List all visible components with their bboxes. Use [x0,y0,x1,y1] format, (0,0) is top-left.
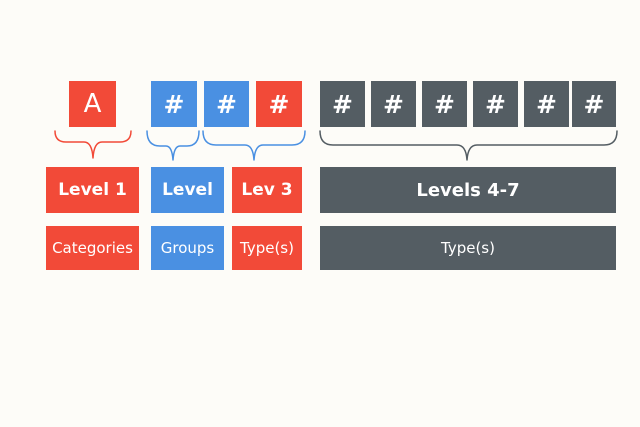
brace-level1 [54,130,132,159]
digit-box-dark-2: # [371,81,416,127]
digit-box-red: # [256,81,302,127]
groups-label: Groups [151,226,224,270]
categories-label: Categories [46,226,139,270]
types-label-level3: Type(s) [232,226,302,270]
digit-box-dark-5: # [524,81,569,127]
brace-level2 [146,130,200,161]
digit-box-dark-1: # [320,81,365,127]
digit-box-blue-2: # [204,81,249,127]
digit-box-blue-1: # [151,81,197,127]
levels-4-7-label: Levels 4-7 [320,167,616,213]
digit-box-dark-6: # [572,81,616,127]
brace-level3 [202,130,306,161]
level-1-label: Level 1 [46,167,139,213]
level-2-label: Level [151,167,224,213]
types-label-levels4-7: Type(s) [320,226,616,270]
letter-box: A [69,81,116,127]
digit-box-dark-4: # [473,81,518,127]
digit-box-dark-3: # [422,81,467,127]
level-3-label: Lev 3 [232,167,302,213]
brace-levels4-7 [319,130,618,161]
